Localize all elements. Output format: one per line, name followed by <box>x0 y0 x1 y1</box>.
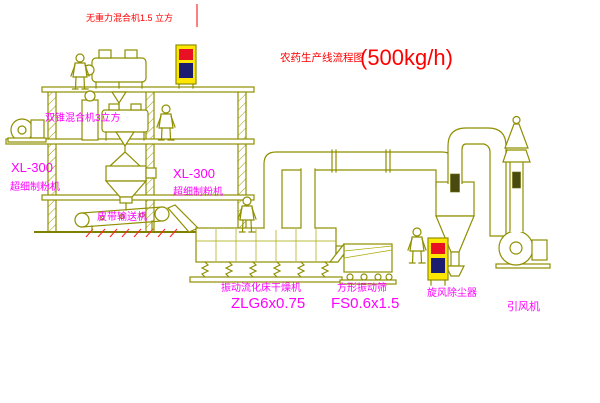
label-center-mill-name: 超细制粉机 <box>173 185 223 198</box>
operator-figure <box>407 227 427 264</box>
cyclone-underflow <box>450 251 460 267</box>
dryer-base <box>189 276 343 283</box>
vibrating-screen <box>328 243 397 285</box>
left-mill <box>7 118 47 143</box>
exhaust-riser-2 <box>300 168 316 229</box>
feed-chute <box>167 204 200 233</box>
label-top-mixer: 无重力混合机1.5 立方 <box>86 12 173 23</box>
ground-hatch-red <box>85 228 178 238</box>
fan-motor <box>531 239 548 261</box>
building-frame <box>5 86 255 233</box>
screen-base <box>339 279 397 285</box>
y-distributor <box>109 151 141 167</box>
floor-beam-top <box>41 86 255 93</box>
elevator-unit <box>81 90 99 141</box>
label-mid-mixer: 双锥混合机3立方 <box>45 111 121 124</box>
top-mixer <box>83 49 147 111</box>
discharge-cone <box>110 91 128 105</box>
damper-mark <box>512 171 521 189</box>
vent-cap <box>502 115 531 163</box>
damper-mark <box>450 173 460 193</box>
cyclone-outlet-cone <box>445 265 465 277</box>
mid-mixer <box>101 103 149 153</box>
control-panel-right <box>427 237 449 286</box>
center-mill <box>104 165 157 211</box>
mill-motor <box>145 167 157 179</box>
diagram-capacity: (500kg/h) <box>360 45 453 70</box>
label-belt-conveyor: 皮带输送机 <box>97 210 147 223</box>
induced-draft-fan <box>495 230 551 269</box>
label-screen-model: FS0.6x1.5 <box>331 295 399 312</box>
duct-flanges <box>331 149 391 173</box>
label-dryer-model: ZLG6x0.75 <box>231 295 305 312</box>
exhaust-duct-main <box>263 149 455 230</box>
label-center-mill-model: XL-300 <box>173 166 215 181</box>
floor-beam-low <box>41 194 255 201</box>
cap-cone <box>504 123 529 149</box>
unit-motor <box>84 90 96 102</box>
label-left-mill-name: 超细制粉机 <box>10 180 60 193</box>
labels-layer: 无重力混合机1.5 立方 农药生产线流程图 (500kg/h) 双锥混合机3立方… <box>10 12 540 313</box>
diagram-title: 农药生产线流程图 <box>280 51 364 64</box>
duct-cyclone-to-fan <box>447 127 507 237</box>
mill-motor <box>30 119 45 139</box>
cap-knob <box>512 115 521 125</box>
discharge-cone <box>114 131 136 148</box>
cyclone <box>435 181 475 277</box>
panel-display-navy <box>431 258 445 273</box>
panel-indicator-red <box>179 49 193 60</box>
panel-display-navy <box>179 63 193 78</box>
fan-base <box>495 263 551 269</box>
fan-hub <box>509 241 523 255</box>
exhaust-stack <box>509 161 524 232</box>
cap-skirt <box>502 149 531 163</box>
label-left-mill-model: XL-300 <box>11 160 53 175</box>
fluid-bed-dryer <box>189 227 345 283</box>
label-screen-name: 方形振动筛 <box>337 281 387 294</box>
label-fan: 引风机 <box>507 299 540 313</box>
dryer-springs <box>200 261 330 278</box>
conveyor-pulley <box>74 212 90 228</box>
panel-indicator-red <box>431 243 445 254</box>
label-cyclone: 旋风除尘器 <box>427 286 477 299</box>
control-panel-top <box>175 44 197 89</box>
label-dryer-name: 振动流化床干燥机 <box>221 281 301 294</box>
conveyor-pulley <box>154 206 170 222</box>
operator-figure <box>70 53 90 90</box>
operator-figure <box>156 104 176 141</box>
